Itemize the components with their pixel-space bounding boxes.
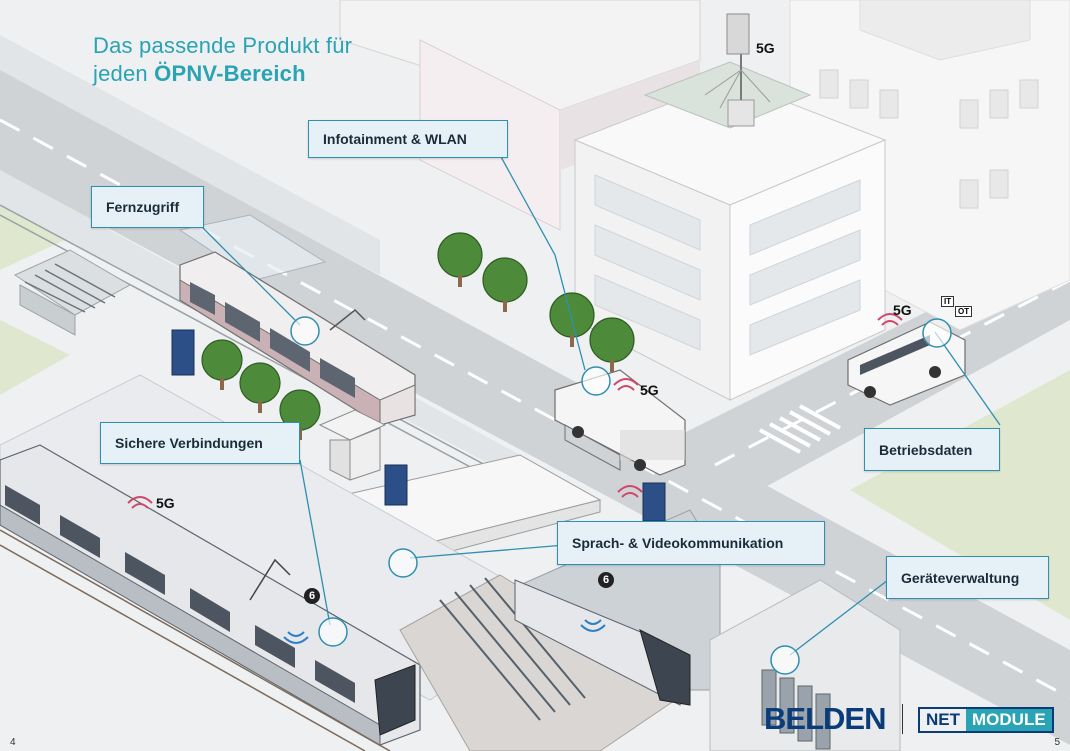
kiosk [318, 409, 387, 481]
badge-ot: OT [955, 306, 973, 317]
netmodule-logo: NET MODULE [918, 707, 1054, 733]
badge-5g-bus-right: 5G [893, 302, 912, 318]
server-room [709, 579, 901, 751]
title-line-2: jeden ÖPNV-Bereich [93, 60, 352, 88]
trees [201, 232, 635, 440]
logo-divider [902, 704, 903, 734]
page-number-left: 4 [10, 737, 16, 748]
lawn-mid [0, 320, 70, 395]
page-number-right: 5 [1054, 737, 1060, 748]
belden-logo: BELDEN [764, 701, 886, 736]
title-line-2-bold: ÖPNV-Bereich [154, 61, 306, 86]
badge-6-metro: 6 [598, 572, 614, 588]
escalator-top-left [13, 249, 132, 336]
callout-geraeteverwaltung: Geräteverwaltung [886, 556, 1049, 599]
bus-center [554, 369, 686, 476]
ticket-machine-2 [642, 482, 666, 522]
callout-sprach-videokommunikation: Sprach- & Videokommunikation [557, 521, 825, 565]
badge-5g-bus: 5G [640, 382, 659, 398]
netmodule-logo-net: NET [926, 710, 960, 729]
signal-icons [127, 313, 903, 509]
badge-5g-train: 5G [156, 495, 175, 511]
callout-fernzugriff: Fernzugriff [91, 186, 204, 228]
page-title: Das passende Produkt für jeden ÖPNV-Bere… [93, 32, 352, 88]
callout-sichere-verbindungen: Sichere Verbindungen [100, 422, 300, 464]
connector-lines [194, 154, 1001, 656]
ticket-machine [384, 464, 408, 506]
title-line-2-prefix: jeden [93, 61, 155, 86]
badge-it: IT [941, 296, 955, 307]
target-circles [290, 316, 952, 675]
badge-6-train: 6 [304, 588, 320, 604]
callout-infotainment: Infotainment & WLAN [308, 120, 508, 158]
title-line-1: Das passende Produkt für [93, 33, 353, 58]
office-building [573, 13, 887, 401]
badge-5g-antenna: 5G [756, 40, 775, 56]
train [0, 444, 421, 746]
wifi-icons [283, 619, 606, 644]
info-board-1 [171, 329, 195, 376]
callout-betriebsdaten: Betriebsdaten [864, 428, 1000, 471]
netmodule-logo-module: MODULE [966, 709, 1052, 731]
